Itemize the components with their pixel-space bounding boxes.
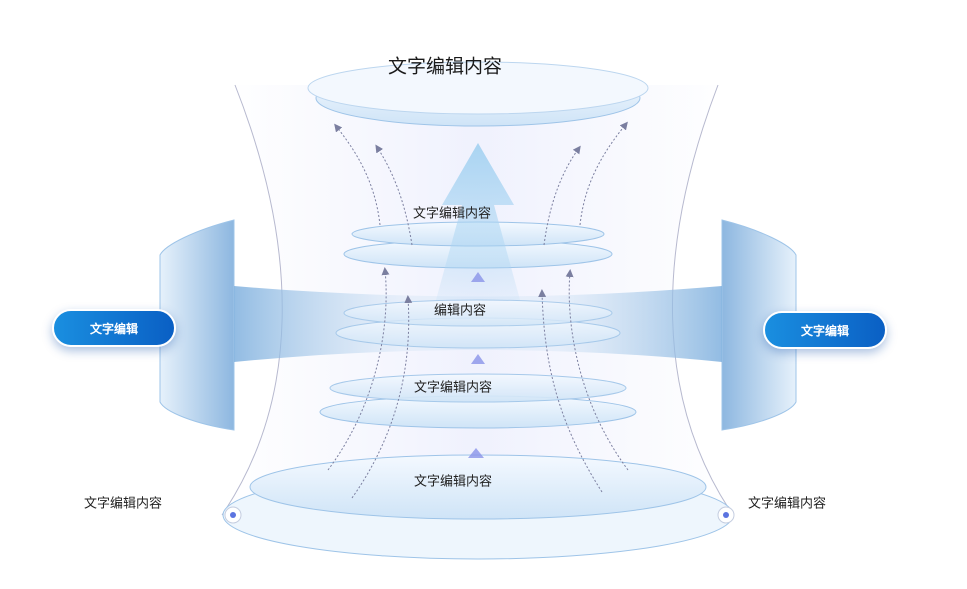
side-wall-left — [159, 219, 235, 431]
side-label-left: 文字编辑内容 — [83, 496, 163, 512]
small-triangle-1 — [471, 272, 485, 282]
layer-3-disc-upper — [329, 373, 627, 403]
flow-arrow — [375, 144, 413, 246]
central-up-arrow — [436, 143, 520, 300]
flow-arrow — [351, 295, 413, 499]
diagram-title: 文字编辑内容 — [387, 55, 503, 78]
pill-left-label: 文字编辑 — [89, 321, 138, 336]
layer-2-label: 编辑内容 — [433, 303, 487, 319]
pill-right: 文字编辑 — [763, 311, 887, 349]
flow-arrows — [327, 121, 629, 499]
layer-3-label: 文字编辑内容 — [413, 380, 493, 396]
layer-4-label: 文字编辑内容 — [413, 474, 493, 490]
flow-arrow — [538, 289, 603, 493]
pill-left: 文字编辑 — [52, 309, 176, 347]
flow-arrow — [543, 145, 581, 246]
small-triangle-3 — [468, 448, 484, 458]
flow-arrow — [334, 123, 381, 226]
left-anchor-dot — [224, 506, 242, 524]
side-label-right: 文字编辑内容 — [747, 496, 827, 512]
right-anchor-dot — [717, 506, 735, 524]
flow-arrow — [327, 267, 390, 471]
small-triangle-2 — [471, 354, 485, 364]
flow-arrow — [579, 121, 628, 226]
pill-right-label: 文字编辑 — [800, 323, 849, 338]
side-wall-right — [721, 219, 797, 431]
layer-1-label: 文字编辑内容 — [412, 206, 492, 222]
top-disc-upper — [307, 61, 649, 115]
